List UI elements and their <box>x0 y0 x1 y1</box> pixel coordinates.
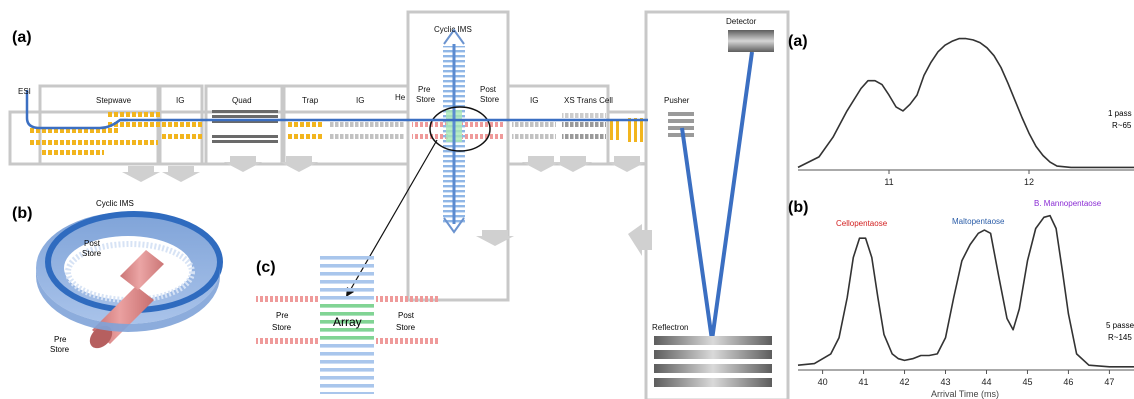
chart-a-plot: 11 12 <box>797 37 1134 187</box>
array-post-rail-top <box>376 296 438 302</box>
array-post-label: Post <box>398 311 415 320</box>
ring-pre-label: Pre <box>54 335 67 344</box>
chart-b-passes: 5 passes <box>1106 321 1134 330</box>
pump-arrows <box>122 156 652 256</box>
ion-guide-electrodes <box>330 113 606 139</box>
array-pre-rail-bottom <box>256 338 318 344</box>
chassis-outline <box>8 10 790 399</box>
stepwave-electrodes <box>28 112 324 155</box>
ion-beam-esi <box>25 90 128 130</box>
label-pre: Pre <box>418 85 431 94</box>
chart-b-annotation: Cellopentaose <box>836 219 888 228</box>
array-pre-store-label: Store <box>272 323 292 332</box>
array-pre-label: Pre <box>276 311 289 320</box>
array-post-store-label: Store <box>396 323 416 332</box>
label-post-store: Store <box>480 95 500 104</box>
label-ig-3: IG <box>530 96 538 105</box>
chart-a-series-line <box>797 37 1134 169</box>
label-cyclic-ims: Cyclic IMS <box>434 25 472 34</box>
ring-pre-store-label: Store <box>50 345 70 354</box>
array-callout-circle <box>429 106 491 152</box>
label-xs-trans-cell: XS Trans Cell <box>564 96 613 105</box>
chart-b-xlabel: Arrival Time (ms) <box>931 389 999 399</box>
chart-a-resolution: R~65 <box>1112 121 1132 130</box>
label-reflectron: Reflectron <box>652 323 688 332</box>
chart-a-tick-label: 11 <box>884 177 893 187</box>
chart-b-tick-label: 41 <box>859 377 869 387</box>
chart-b-tick-label: 40 <box>818 377 828 387</box>
panel-label-b-ring: (b) <box>12 205 32 222</box>
label-esi: ESI <box>18 87 31 96</box>
label-ig-2: IG <box>356 96 364 105</box>
detector-block <box>728 30 774 52</box>
label-post: Post <box>480 85 497 94</box>
label-quad: Quad <box>232 96 252 105</box>
transfer-lens <box>610 118 643 142</box>
array-green-zone <box>320 300 374 340</box>
label-trap: Trap <box>302 96 319 105</box>
ring-post-store-label: Store <box>82 249 102 258</box>
reflectron-rings <box>654 336 772 387</box>
chart-b-tick-label: 47 <box>1104 377 1114 387</box>
array-post-rail-bottom <box>376 338 438 344</box>
panel-label-a: (a) <box>12 29 32 46</box>
chart-b: (b) 40 41 42 43 44 45 46 47 Cellopentaose Maltope… <box>788 199 1134 399</box>
chart-b-resolution: R~145 <box>1108 333 1132 342</box>
chart-b-annotation: B. Mannopentaose <box>1034 199 1102 208</box>
chart-a-passes: 1 pass <box>1108 109 1132 118</box>
chart-b-plot: 40 41 42 43 44 45 46 47 Cellopentaose Maltopentao… <box>797 199 1134 387</box>
instrument-schematic: (a) <box>8 10 790 399</box>
array-inset: (c) Array Pre Store Post Store <box>256 254 438 394</box>
label-stepwave: Stepwave <box>96 96 132 105</box>
tof-flight-path <box>680 51 754 341</box>
chart-a-panel-label: (a) <box>788 33 808 50</box>
ring-post-label: Post <box>84 239 101 248</box>
label-detector: Detector <box>726 17 757 26</box>
ring-inset: (b) Cyclic IMS Post Store Pre Store <box>12 199 223 354</box>
chart-b-tick-label: 42 <box>900 377 910 387</box>
chart-a: (a) 11 12 1 pass R~65 <box>788 33 1134 187</box>
chart-a-tick-label: 12 <box>1024 177 1034 187</box>
quadrupole-rods <box>212 110 278 143</box>
chart-b-tick-label: 45 <box>1022 377 1032 387</box>
label-ig-1: IG <box>176 96 184 105</box>
array-label: Array <box>333 315 362 329</box>
chart-b-tick-label: 44 <box>981 377 991 387</box>
ring-title: Cyclic IMS <box>96 199 134 208</box>
chart-b-tick-label: 43 <box>941 377 951 387</box>
array-pre-rail-top <box>256 296 318 302</box>
label-he: He <box>395 93 406 102</box>
chart-b-series-line <box>797 214 1134 368</box>
label-pusher: Pusher <box>664 96 690 105</box>
chart-b-tick-label: 46 <box>1063 377 1073 387</box>
chart-b-annotation: Maltopentaose <box>952 217 1005 226</box>
panel-label-c: (c) <box>256 259 276 276</box>
chart-b-panel-label: (b) <box>788 199 808 216</box>
label-pre-store: Store <box>416 95 436 104</box>
